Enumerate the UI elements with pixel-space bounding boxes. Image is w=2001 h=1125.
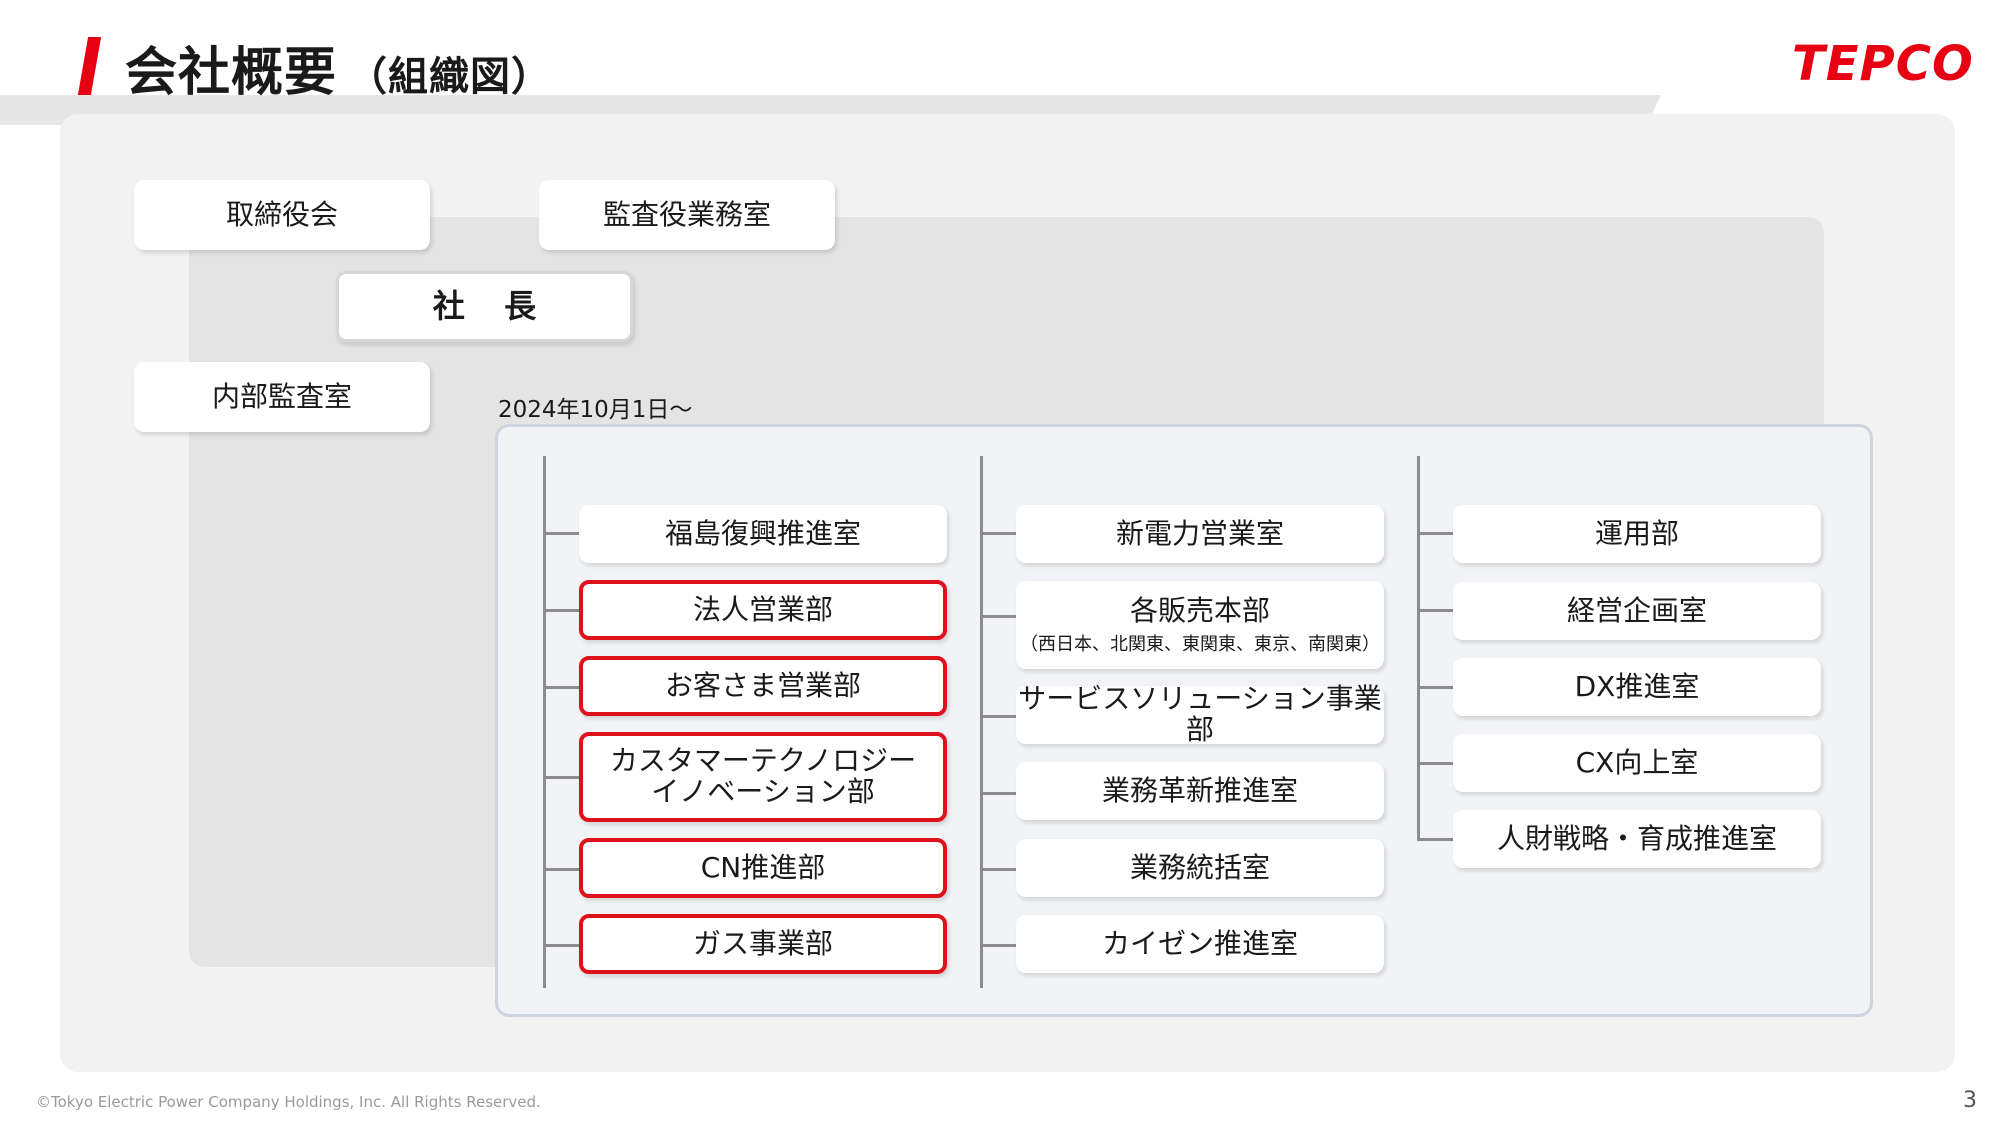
connector-tick — [543, 868, 579, 871]
connector-tick — [543, 944, 579, 947]
page-title-main: 会社概要 — [125, 43, 338, 103]
copyright-notice: ©Tokyo Electric Power Company Holdings, … — [36, 1093, 541, 1111]
connector-tick — [1417, 686, 1453, 689]
column1-connector-line — [543, 456, 546, 988]
connector-tick — [1417, 762, 1453, 765]
connector-tick — [1417, 532, 1453, 535]
column2-connector-line — [980, 456, 983, 988]
connector-tick — [543, 532, 579, 535]
dept-corporate-sales: 法人営業部 — [579, 580, 947, 640]
connector-tick — [543, 609, 579, 612]
page-title: 会社概要（組織図） — [125, 38, 552, 112]
dept-dx-promotion: DX推進室 — [1453, 658, 1821, 716]
connector-tick — [543, 686, 579, 689]
dept-cx-improvement: CX向上室 — [1453, 734, 1821, 792]
box-internal-audit: 内部監査室 — [134, 362, 430, 432]
dept-corporate-planning: 経営企画室 — [1453, 582, 1821, 640]
dept-customer-technology-innovation: カスタマーテクノロジーイノベーション部 — [579, 732, 947, 822]
dept-business-innovation: 業務革新推進室 — [1016, 762, 1384, 820]
connector-tick — [980, 715, 1016, 718]
box-president: 社 長 — [336, 271, 633, 342]
dept-cn-promotion: CN推進部 — [579, 838, 947, 898]
effective-date-label: 2024年10月1日～ — [498, 397, 693, 423]
connector-tick — [1417, 838, 1453, 841]
connector-tick — [980, 868, 1016, 871]
dept-new-power-sales: 新電力営業室 — [1016, 505, 1384, 563]
dept-customer-sales: お客さま営業部 — [579, 656, 947, 716]
dept-fukushima-revitalization: 福島復興推進室 — [579, 505, 947, 563]
box-auditors-office: 監査役業務室 — [539, 180, 835, 250]
connector-tick — [1417, 609, 1453, 612]
dept-kaizen-promotion: カイゼン推進室 — [1016, 915, 1384, 973]
column3-connector-line — [1417, 456, 1420, 841]
box-board-of-directors: 取締役会 — [134, 180, 430, 250]
dept-regional-sales-headquarters: 各販売本部（西日本、北関東、東関東、東京、南関東） — [1016, 581, 1384, 669]
connector-tick — [980, 532, 1016, 535]
dept-gas-business: ガス事業部 — [579, 914, 947, 974]
connector-tick — [980, 944, 1016, 947]
page-title-sub: （組織図） — [347, 54, 553, 100]
tepco-logo: TEPCO — [1792, 36, 1974, 92]
dept-human-capital-strategy: 人財戦略・育成推進室 — [1453, 810, 1821, 868]
page-number: 3 — [1963, 1088, 1977, 1113]
connector-tick — [980, 792, 1016, 795]
dept-operations: 運用部 — [1453, 505, 1821, 563]
connector-tick — [543, 776, 579, 779]
dept-service-solution-business: サービスソリューション事業部 — [1016, 683, 1384, 745]
dept-business-management: 業務統括室 — [1016, 839, 1384, 897]
connector-tick — [980, 615, 1016, 618]
title-accent-bar — [77, 37, 102, 95]
